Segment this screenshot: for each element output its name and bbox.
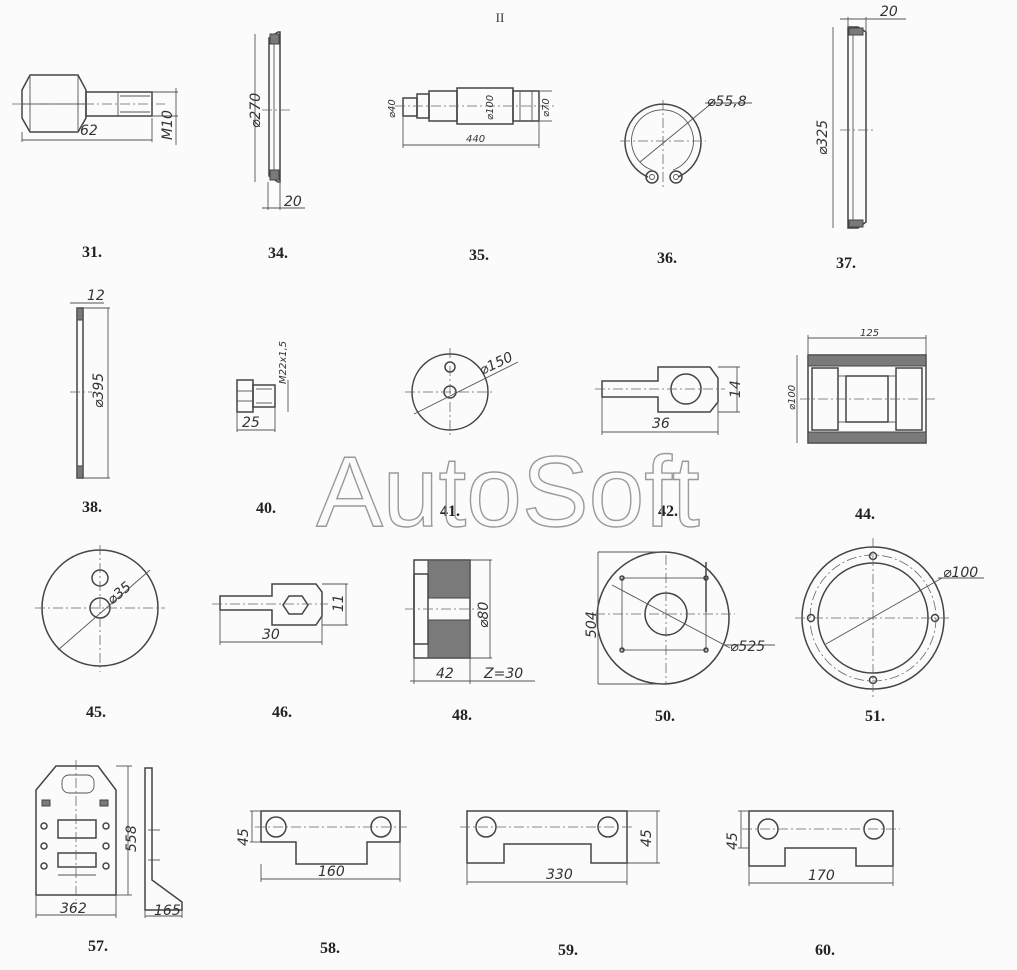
part-57-dim-depth: 165 (154, 903, 181, 919)
part-58-dim-length: 160 (318, 864, 345, 880)
part-44-dim-length: 125 (860, 328, 879, 339)
part-31-dim-length: 62 (80, 123, 98, 139)
part-60-dim-length: 170 (808, 868, 835, 884)
part-40-label: 40. (256, 500, 276, 517)
part-58-plate: 45 160 58. (236, 810, 407, 957)
part-48-gear: ⌀80 42 Z=30 48. (405, 559, 535, 724)
part-45-disc: ⌀35 45. (35, 545, 165, 721)
part-34-disc: ⌀270 20 34. (248, 31, 305, 262)
part-44-dim-diameter: ⌀100 (787, 385, 798, 410)
part-41-dim-diameter: ⌀150 (477, 349, 516, 378)
part-37-label: 37. (836, 255, 856, 272)
part-42-dim-width: 14 (728, 380, 744, 398)
part-60-plate: 45 170 60. (725, 810, 900, 959)
part-35-label: 35. (469, 247, 489, 264)
part-48-dim-teeth: Z=30 (483, 666, 523, 682)
part-57-bracket: 558 362 165 57. (35, 760, 183, 955)
part-57-dim-width: 362 (60, 901, 87, 917)
part-34-label: 34. (268, 245, 288, 262)
part-36-dim-diameter: ⌀55,8 (707, 94, 747, 110)
part-59-plate: 45 330 59. (460, 810, 660, 959)
part-31-bolt: 62 M10 31. (12, 74, 178, 261)
part-31-dim-thread: M10 (160, 110, 176, 140)
part-37-disc: 20 ⌀325 37. (815, 4, 906, 272)
part-35-dim-d70: ⌀70 (541, 98, 552, 117)
part-50-label: 50. (655, 708, 675, 725)
part-57-label: 57. (88, 938, 108, 955)
part-46-lever: 30 11 46. (212, 583, 348, 721)
part-34-dim-width: 20 (284, 194, 302, 210)
part-38-label: 38. (82, 499, 102, 516)
part-35-dim-d100: ⌀100 (485, 95, 496, 120)
part-59-dim-height: 45 (639, 829, 655, 847)
part-35-dim-d40: ⌀40 (387, 99, 398, 118)
part-38-dim-diameter: ⌀395 (91, 373, 107, 408)
part-35-dim-length: 440 (466, 134, 485, 145)
part-34-dim-diameter: ⌀270 (248, 93, 264, 128)
watermark-text: AutoSoft (316, 436, 700, 548)
part-46-dim-width: 11 (331, 594, 347, 612)
part-48-dim-length: 42 (436, 666, 454, 682)
part-58-label: 58. (320, 940, 340, 957)
part-51-dim-diameter: ⌀100 (943, 565, 978, 581)
part-50-dim-diameter: ⌀525 (730, 639, 765, 655)
part-59-dim-length: 330 (546, 867, 573, 883)
part-41-label: 41. (440, 503, 460, 520)
part-31-label: 31. (82, 244, 102, 261)
part-42-lever: 36 14 42. (595, 366, 744, 520)
part-51-label: 51. (865, 708, 885, 725)
part-37-dim-diameter: ⌀325 (815, 120, 831, 155)
part-60-dim-height: 45 (725, 832, 741, 850)
part-48-dim-diameter: ⌀80 (476, 602, 492, 628)
part-45-label: 45. (86, 704, 106, 721)
part-50-dim-height: 504 (584, 611, 600, 638)
part-46-label: 46. (272, 704, 292, 721)
part-57-dim-height: 558 (124, 825, 140, 852)
part-42-label: 42. (658, 503, 678, 520)
part-58-dim-height: 45 (236, 828, 252, 846)
part-48-label: 48. (452, 707, 472, 724)
page-marker: II (496, 10, 505, 25)
part-50-plate: 504 ⌀525 50. (584, 551, 775, 725)
part-36-label: 36. (657, 250, 677, 267)
part-37-dim-width: 20 (880, 4, 898, 20)
part-36-circlip: ⌀55,8 36. (620, 94, 752, 267)
part-38-dim-width: 12 (87, 288, 105, 304)
part-42-dim-length: 36 (652, 416, 670, 432)
part-60-label: 60. (815, 942, 835, 959)
part-44-bushing: 125 ⌀100 44. (787, 328, 935, 523)
part-44-label: 44. (855, 506, 875, 523)
part-40-plug: M22x1,5 25 40. (236, 341, 289, 517)
part-40-dim-thread: M22x1,5 (278, 341, 289, 384)
part-35-shaft: ⌀40 ⌀100 ⌀70 440 35. (387, 87, 555, 264)
part-46-dim-length: 30 (262, 627, 280, 643)
part-38-disc: 12 ⌀395 38. (70, 288, 110, 516)
part-40-dim-length: 25 (242, 415, 260, 431)
part-59-label: 59. (558, 942, 578, 959)
part-51-flange: ⌀100 51. (795, 538, 984, 725)
